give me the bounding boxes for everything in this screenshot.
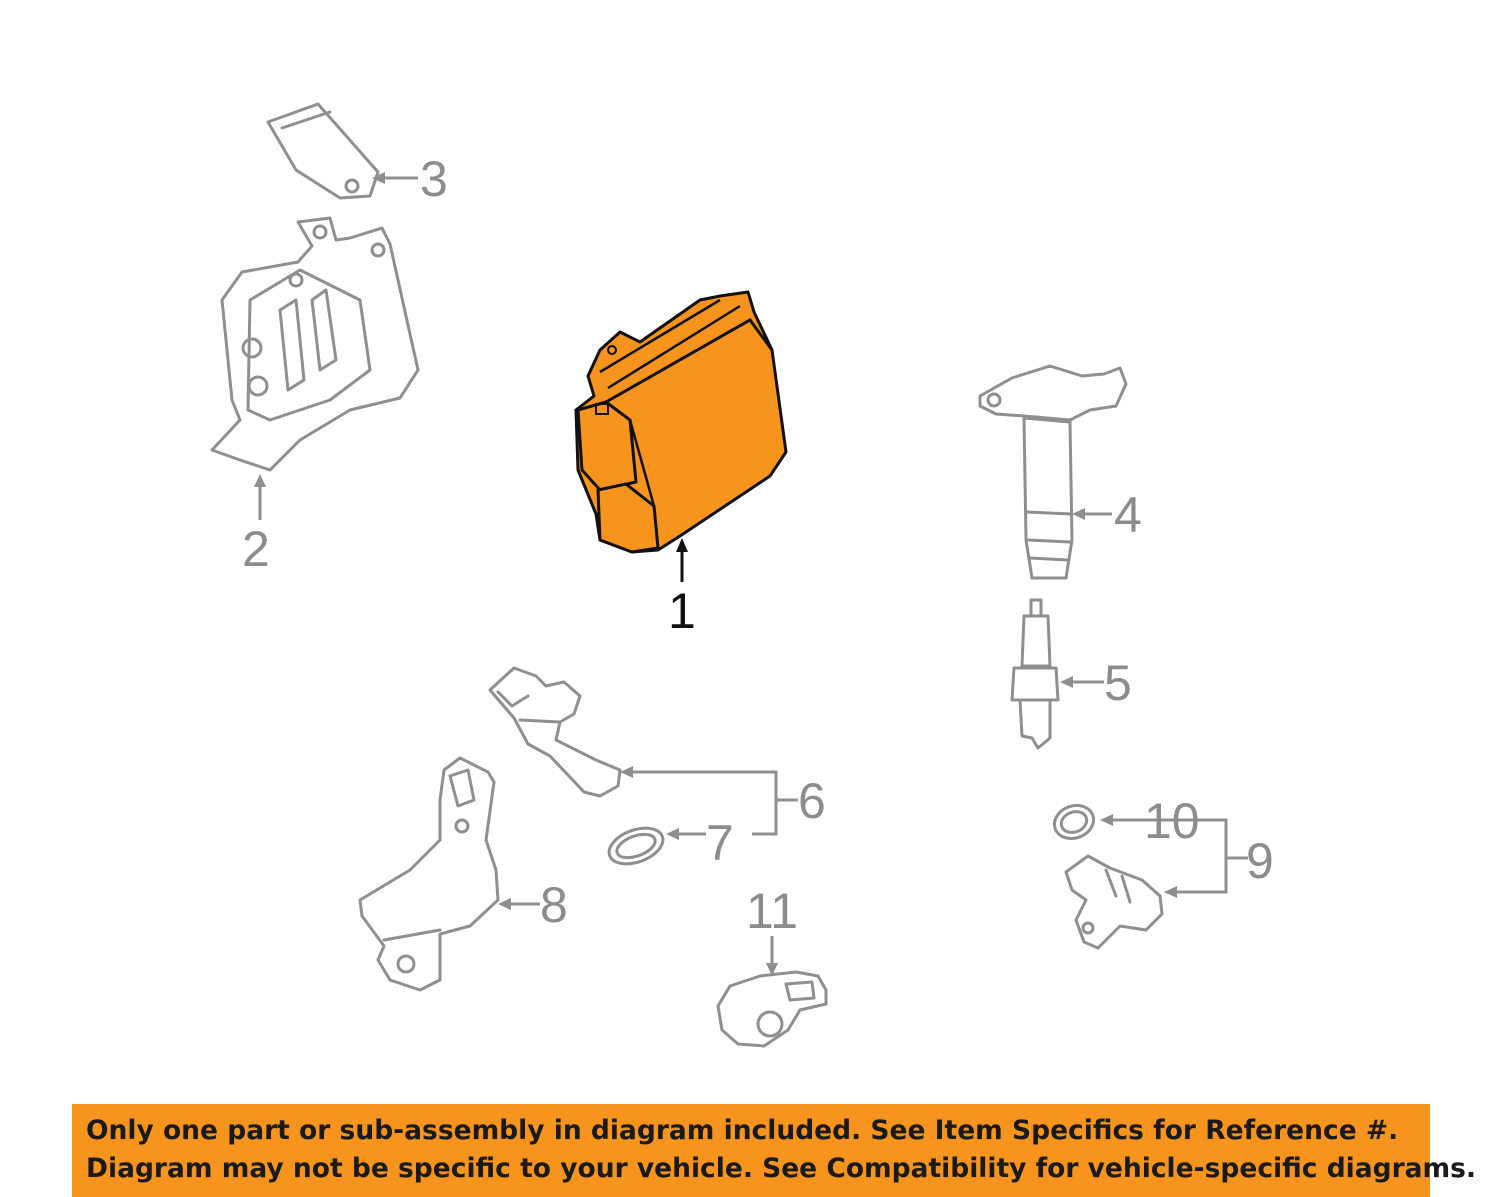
disclaimer-line-2: Diagram may not be specific to your vehi… [86, 1153, 1477, 1184]
callout-3-leader [372, 172, 418, 184]
part-2-heat-shield [210, 216, 420, 472]
callout-6-leader [620, 766, 798, 836]
callout-2-label: 2 [242, 521, 270, 577]
part-11-knock-sensor [716, 970, 828, 1048]
callout-10-label: 10 [1144, 793, 1200, 849]
part-5-spark-plug [1010, 598, 1060, 750]
callout-10-leader [1100, 814, 1248, 898]
part-7-o-ring [607, 826, 665, 866]
callout-5-label: 5 [1104, 655, 1132, 711]
part-6-sensor [488, 666, 622, 798]
part-10-o-ring [1052, 803, 1096, 841]
disclaimer-banner: Only one part or sub-assembly in diagram… [72, 1104, 1477, 1197]
part-1-control-module [574, 290, 788, 554]
disclaimer-line-1: Only one part or sub-assembly in diagram… [86, 1115, 1399, 1146]
callout-8-label: 8 [540, 877, 568, 933]
callout-4-leader [1072, 508, 1112, 520]
part-3-bracket [266, 102, 380, 200]
callout-1-label: 1 [668, 583, 696, 639]
part-8-bracket [358, 756, 500, 992]
callout-7-leader [666, 828, 706, 840]
callout-4-label: 4 [1114, 487, 1142, 543]
callout-9-label: 9 [1246, 833, 1274, 889]
callout-2-leader [254, 474, 266, 520]
callout-7-label: 7 [706, 815, 734, 871]
callout-11-label: 11 [746, 883, 798, 939]
part-9-sensor [1064, 854, 1164, 950]
callout-8-leader [498, 898, 540, 910]
callout-5-leader [1060, 676, 1104, 688]
callout-11-leader [766, 936, 778, 976]
callout-1-leader [676, 538, 688, 582]
part-4-ignition-coil [978, 364, 1128, 580]
callout-3-label: 3 [420, 151, 448, 207]
callout-6-label: 6 [798, 773, 826, 829]
